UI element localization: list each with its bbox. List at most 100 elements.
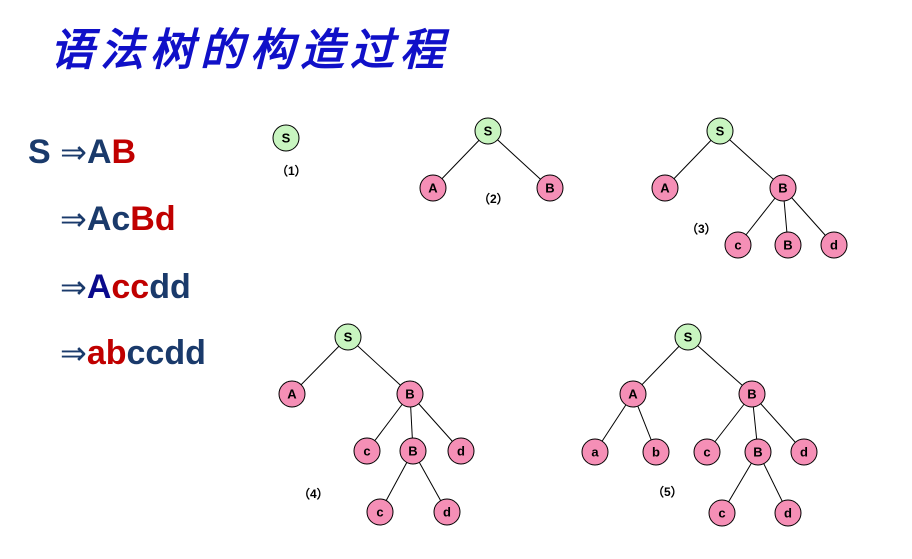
node-label: A: [628, 387, 638, 402]
tree-step-label: （5）: [652, 484, 683, 499]
tree-node: S: [334, 323, 362, 351]
tree-node: a: [581, 438, 609, 466]
sentential-form-segment: dd: [149, 268, 191, 306]
tree-node: B: [769, 174, 797, 202]
node-circle: [272, 124, 300, 152]
tree-node: S: [674, 323, 702, 351]
page-title: 语法树的构造过程: [50, 25, 450, 76]
tree-node: B: [536, 174, 564, 202]
tree-edges: [291, 336, 462, 513]
node-label: A: [660, 181, 670, 196]
tree-node: c: [693, 438, 721, 466]
node-circle: [774, 231, 802, 259]
node-circle: [581, 438, 609, 466]
derives-arrow-icon: ⇒: [60, 200, 87, 238]
node-circle: [744, 438, 772, 466]
node-circle: [619, 380, 647, 408]
start-symbol: S: [28, 133, 61, 171]
tree-edge: [347, 336, 411, 395]
syntax-tree-4: S A Bc Bc d d （4）: [278, 323, 475, 526]
derivation-step: ⇒AcBd: [60, 200, 176, 239]
node-circle: [642, 438, 670, 466]
tree-node: A: [619, 380, 647, 408]
node-circle: [651, 174, 679, 202]
node-circle: [738, 380, 766, 408]
tree-node: d: [820, 231, 848, 259]
tree-node: d: [447, 437, 475, 465]
node-circle: [396, 380, 424, 408]
node-circle: [353, 437, 381, 465]
node-circle: [708, 499, 736, 527]
tree-node: d: [433, 498, 461, 526]
node-circle: [820, 231, 848, 259]
syntax-tree-2: S A B （2）: [419, 117, 564, 206]
node-label: c: [734, 238, 741, 253]
sentential-form-segment: A: [86, 268, 112, 306]
node-label: B: [408, 444, 417, 459]
sentential-form-segment: c: [111, 200, 131, 238]
node-circle: [433, 498, 461, 526]
node-label: a: [591, 445, 599, 460]
tree-node: c: [366, 498, 394, 526]
node-label: b: [652, 445, 660, 460]
tree-node: B: [774, 231, 802, 259]
node-circle: [366, 498, 394, 526]
node-label: B: [778, 181, 787, 196]
node-circle: [724, 231, 752, 259]
tree-nodes: S A B: [419, 117, 564, 202]
sentential-form-segment: Bd: [130, 200, 176, 238]
node-label: S: [716, 124, 725, 139]
tree-edge: [487, 130, 551, 189]
tree-edge: [687, 336, 753, 395]
node-circle: [790, 438, 818, 466]
node-label: S: [282, 131, 291, 146]
node-circle: [774, 499, 802, 527]
node-label: c: [376, 505, 383, 520]
derives-arrow-icon: ⇒: [60, 133, 87, 171]
tree-step-label: （2）: [478, 191, 509, 206]
sentential-form-segment: ccdd: [126, 334, 206, 372]
sentential-form-segment: B: [111, 133, 137, 171]
node-circle: [447, 437, 475, 465]
node-circle: [674, 323, 702, 351]
node-label: S: [484, 124, 493, 139]
node-label: A: [428, 181, 438, 196]
tree-node: c: [724, 231, 752, 259]
tree-edge: [719, 130, 784, 189]
node-circle: [706, 117, 734, 145]
tree-node: S: [272, 124, 300, 152]
sentential-form-segment: A: [86, 200, 112, 238]
node-label: c: [703, 445, 710, 460]
tree-node: A: [278, 380, 306, 408]
derives-arrow-icon: ⇒: [60, 334, 87, 372]
node-circle: [536, 174, 564, 202]
node-label: B: [753, 445, 762, 460]
tree-nodes: S: [272, 124, 300, 152]
node-circle: [474, 117, 502, 145]
node-label: A: [287, 387, 297, 402]
tree-node: B: [399, 437, 427, 465]
tree-node: c: [353, 437, 381, 465]
tree-node: c: [708, 499, 736, 527]
node-label: d: [784, 506, 792, 521]
node-label: B: [405, 387, 414, 402]
tree-edges: [594, 336, 805, 514]
node-label: B: [747, 387, 756, 402]
node-label: d: [830, 238, 838, 253]
syntax-tree-1: S（1）: [272, 124, 307, 178]
node-label: S: [684, 330, 693, 345]
node-label: B: [783, 238, 792, 253]
node-label: c: [718, 506, 725, 521]
tree-step-label: （4）: [298, 486, 329, 501]
tree-node: B: [738, 380, 766, 408]
tree-node: S: [474, 117, 502, 145]
node-circle: [693, 438, 721, 466]
node-circle: [769, 174, 797, 202]
tree-node: B: [744, 438, 772, 466]
node-circle: [419, 174, 447, 202]
